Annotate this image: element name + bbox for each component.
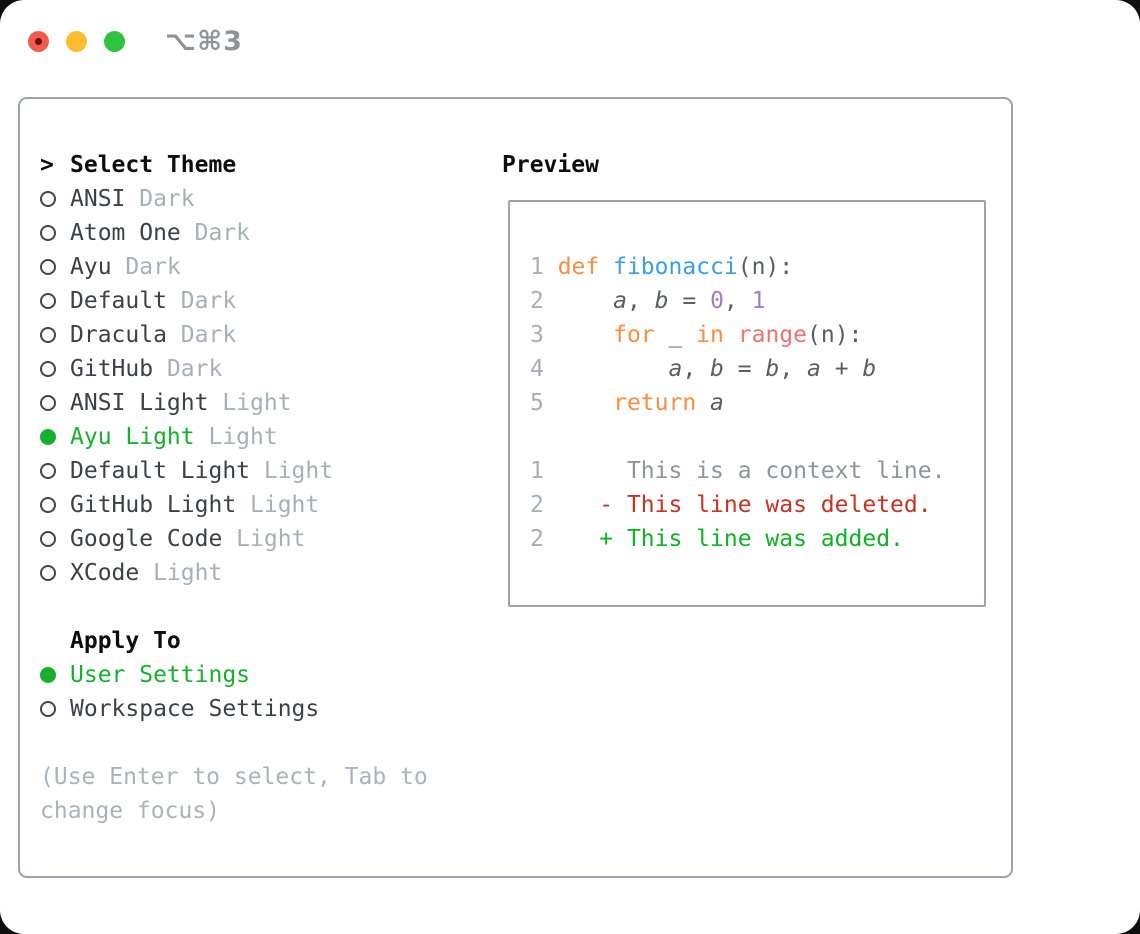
radio-selected-icon [40, 429, 56, 445]
theme-option-default[interactable]: Default Dark [24, 284, 494, 318]
theme-option-dracula[interactable]: Dracula Dark [24, 318, 494, 352]
option-label: Google Code [70, 526, 223, 552]
preview-code: 1 def fibonacci(n): 2 a, b = 0, 1 3 for _ … [530, 250, 984, 556]
option-variant-label: Dark [180, 220, 251, 246]
hint-line-1: (Use Enter to select, Tab to [40, 764, 428, 790]
radio-unselected-icon [40, 191, 56, 207]
code-line: 2 a, b = 0, 1 [530, 288, 766, 314]
theme-option-default-light[interactable]: Default Light Light [24, 454, 494, 488]
option-label: Ayu [70, 254, 112, 280]
option-variant-label: Dark [125, 186, 195, 212]
option-label: ANSI Light [70, 390, 209, 416]
option-variant-label: Light [194, 424, 278, 450]
theme-list-header-row: > Select Theme [24, 148, 494, 182]
option-variant-label: Dark [153, 356, 223, 382]
theme-option-github-light[interactable]: GitHub Light Light [24, 488, 494, 522]
radio-unselected-icon [40, 395, 56, 411]
apply-to-header-row: Apply To [24, 624, 494, 658]
option-variant-label: Dark [111, 254, 181, 280]
code-line: 2 + This line was added. [530, 526, 904, 552]
radio-unselected-icon [40, 259, 56, 275]
code-line: 1 This is a context line. [530, 458, 946, 484]
option-label: Atom One [70, 220, 181, 246]
code-line: 1 def fibonacci(n): [530, 254, 794, 280]
zoom-button-icon[interactable] [104, 31, 125, 52]
code-line: 4 a, b = b, a + b [530, 356, 877, 382]
theme-option-ansi[interactable]: ANSI Dark [24, 182, 494, 216]
radio-unselected-icon [40, 565, 56, 581]
option-label: User Settings [70, 662, 251, 688]
option-variant-label: Light [236, 492, 320, 518]
theme-option-google-code[interactable]: Google Code Light [24, 522, 494, 556]
radio-unselected-icon [40, 701, 56, 717]
code-line: 2 - This line was deleted. [530, 492, 932, 518]
preview-header: Preview [502, 152, 599, 178]
option-label: ANSI [70, 186, 126, 212]
radio-selected-icon [40, 667, 56, 683]
titlebar: ⌥⌘3 [28, 26, 243, 57]
option-label: Ayu Light [70, 424, 195, 450]
option-label: XCode [70, 560, 140, 586]
option-label: Default Light [70, 458, 251, 484]
spacer [24, 590, 494, 624]
window-shortcut-label: ⌥⌘3 [165, 26, 243, 57]
code-line [530, 420, 984, 454]
theme-option-atom-one[interactable]: Atom One Dark [24, 216, 494, 250]
spacer [24, 726, 494, 760]
radio-unselected-icon [40, 293, 56, 309]
option-label: GitHub Light [70, 492, 237, 518]
theme-option-xcode[interactable]: XCode Light [24, 556, 494, 590]
theme-option-github[interactable]: GitHub Dark [24, 352, 494, 386]
prompt-caret-icon: > [40, 152, 54, 178]
option-variant-label: Light [208, 390, 292, 416]
option-variant-label: Light [250, 458, 334, 484]
apply-to-header: Apply To [70, 628, 181, 654]
code-line: 3 for _ in range(n): [530, 322, 863, 348]
close-button-icon[interactable] [28, 31, 49, 52]
option-label: Workspace Settings [70, 696, 320, 722]
option-label: GitHub [70, 356, 154, 382]
apply-option-workspace-settings[interactable]: Workspace Settings [24, 692, 494, 726]
theme-list-header: Select Theme [70, 152, 237, 178]
radio-unselected-icon [40, 225, 56, 241]
radio-unselected-icon [40, 463, 56, 479]
option-variant-label: Dark [166, 288, 237, 314]
code-line: 5 return a [530, 390, 724, 416]
minimize-button-icon[interactable] [66, 31, 87, 52]
radio-unselected-icon [40, 497, 56, 513]
radio-unselected-icon [40, 327, 56, 343]
radio-unselected-icon [40, 531, 56, 547]
option-label: Dracula [70, 322, 167, 348]
close-dot-icon [35, 38, 42, 45]
option-variant-label: Light [139, 560, 223, 586]
radio-unselected-icon [40, 361, 56, 377]
hint-line-2: change focus) [40, 798, 221, 824]
option-label: Default [70, 288, 167, 314]
apply-option-user-settings[interactable]: User Settings [24, 658, 494, 692]
theme-option-ayu-light[interactable]: Ayu Light Light [24, 420, 494, 454]
theme-option-ayu[interactable]: Ayu Dark [24, 250, 494, 284]
option-variant-label: Dark [166, 322, 237, 348]
preview-pane: 1 def fibonacci(n): 2 a, b = 0, 1 3 for _ … [508, 200, 986, 607]
theme-option-ansi-light[interactable]: ANSI Light Light [24, 386, 494, 420]
option-variant-label: Light [222, 526, 306, 552]
